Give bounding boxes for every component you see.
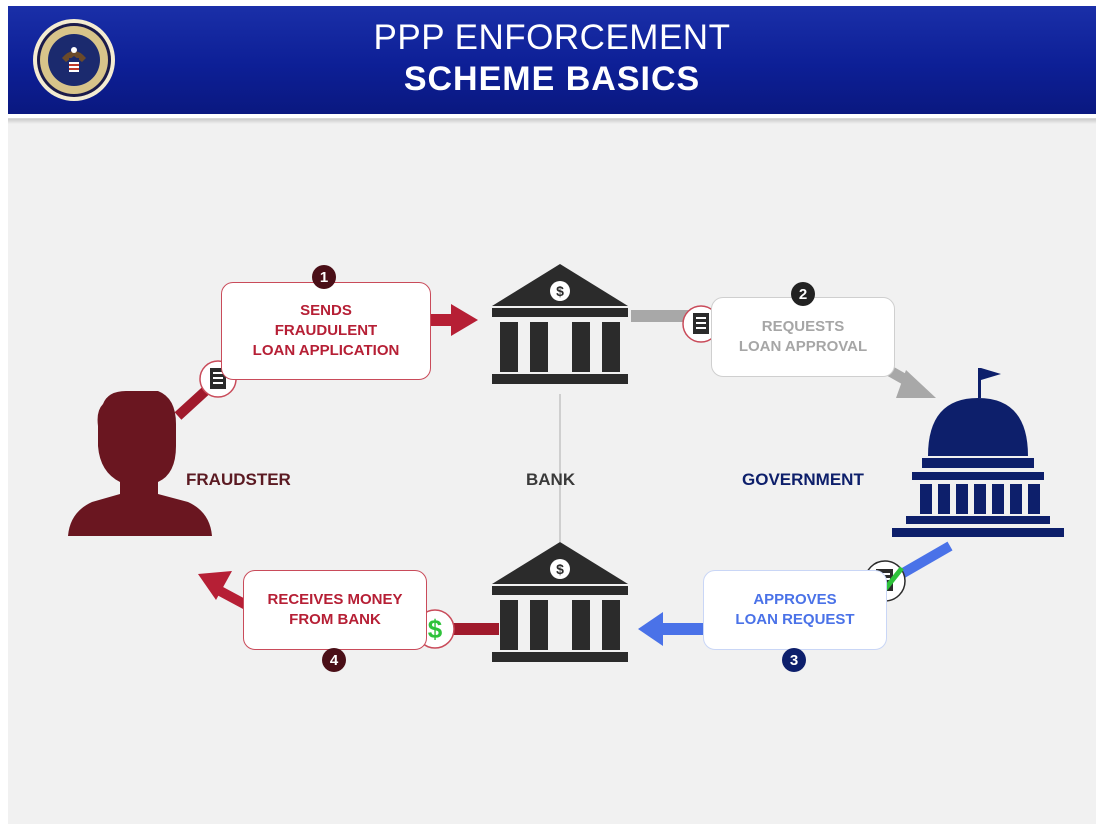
fraudster-label: FRAUDSTER [186, 470, 291, 489]
government-icon [892, 368, 1064, 537]
bank-label: BANK [526, 470, 576, 489]
document-icon-step2 [682, 305, 720, 343]
step4-box: RECEIVES MONEY FROM BANK [243, 570, 427, 650]
header-bar: PPP ENFORCEMENT SCHEME BASICS [8, 6, 1096, 114]
arrow-box1-to-bank [431, 304, 478, 336]
arrow-government-to-box3 [895, 541, 953, 581]
step3-number: 3 [782, 648, 806, 672]
step2-box: REQUESTS LOAN APPROVAL [711, 297, 895, 377]
slide: PPP ENFORCEMENT SCHEME BASICS [8, 6, 1096, 824]
arrow-box4-to-fraudster [198, 571, 251, 611]
page-subtitle: SCHEME BASICS [403, 60, 701, 98]
bank-bottom-dollar: $ [556, 561, 564, 577]
fraudster-icon [68, 391, 212, 536]
bank-top-icon [492, 264, 628, 384]
page-title: PPP ENFORCEMENT [373, 18, 731, 57]
step1-box: SENDS FRAUDULENT LOAN APPLICATION [221, 282, 431, 380]
scheme-diagram: $ $ [68, 264, 1064, 662]
arrow-box3-to-bank [638, 612, 703, 646]
bank-top-dollar: $ [556, 283, 564, 299]
arrow-bank-to-box4 [451, 623, 499, 635]
dollar-sign-step4: $ [428, 614, 443, 644]
header-divider [8, 114, 1096, 124]
doj-seal-icon [33, 19, 115, 101]
bank-bottom-icon [492, 542, 628, 662]
government-label: GOVERNMENT [742, 470, 864, 489]
arrow-bank-to-box2 [631, 310, 693, 322]
step2-number: 2 [791, 282, 815, 306]
step3-box: APPROVES LOAN REQUEST [703, 570, 887, 650]
step1-number: 1 [312, 265, 336, 289]
step4-number: 4 [322, 648, 346, 672]
